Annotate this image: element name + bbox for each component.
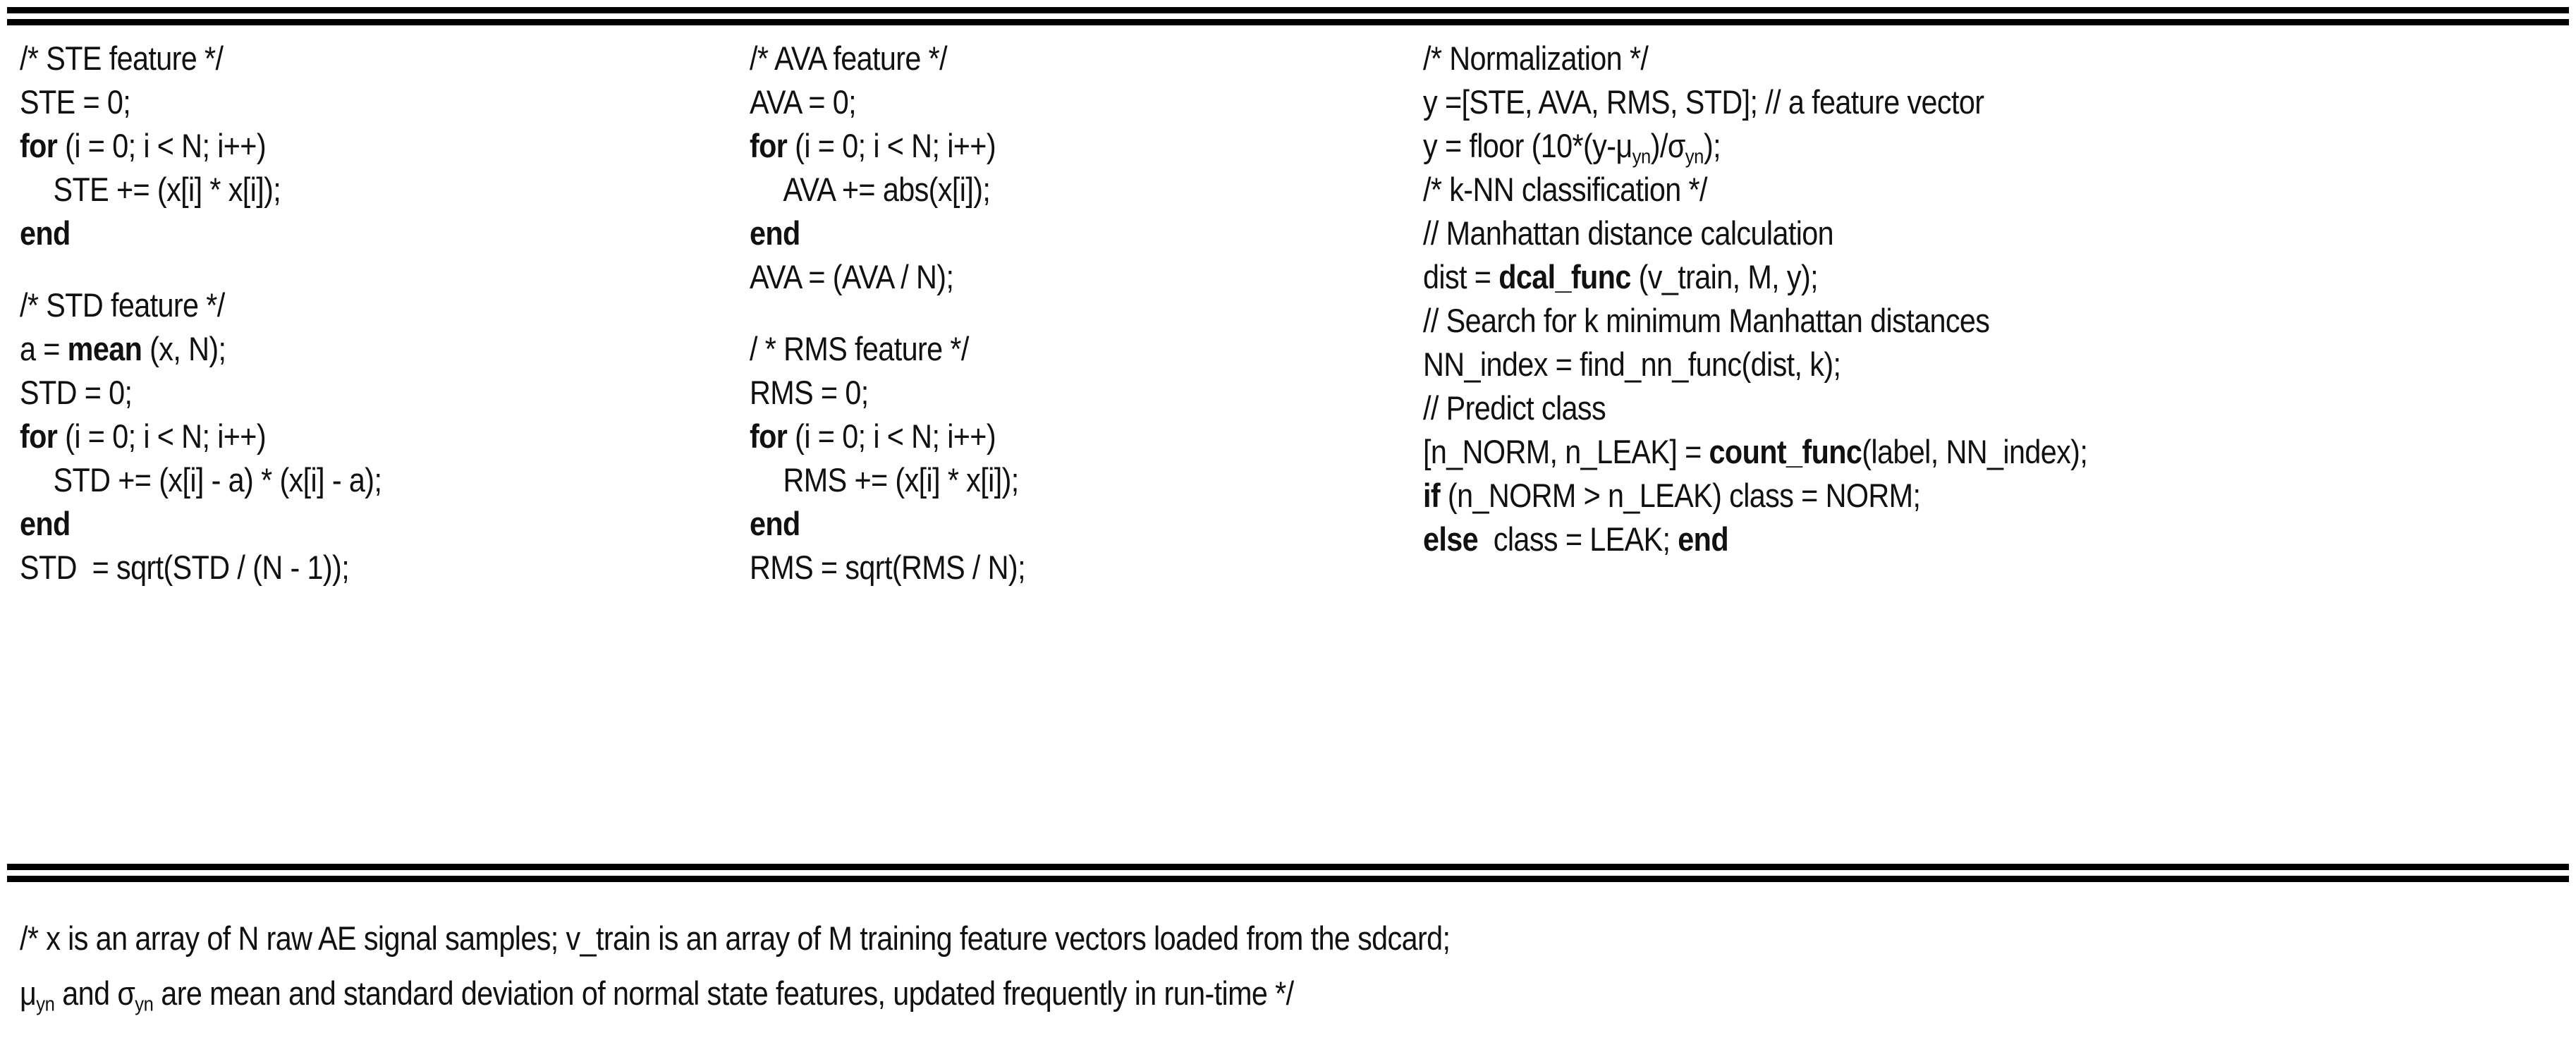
keyword-for: for (750, 417, 788, 455)
code-blank-line (20, 255, 647, 283)
code-text: )/σ (1650, 127, 1686, 164)
code-line: /* STD feature */ (20, 286, 225, 324)
code-line: STD += (x[i] - a) * (x[i] - a); (20, 458, 647, 502)
rule-bar-upper (7, 7, 2569, 13)
keyword-end: end (1678, 520, 1728, 558)
subscript-yn: yn (36, 993, 55, 1016)
code-text: (label, NN_index); (1862, 433, 2088, 470)
code-text: AVA += abs(x[i]); (783, 171, 991, 208)
code-listing: /* STE feature */ STE = 0; for (i = 0; i… (0, 37, 2576, 855)
fn-mean: mean (67, 330, 142, 367)
code-text: STD += (x[i] - a) * (x[i] - a); (53, 461, 382, 499)
code-text: dist = (1423, 258, 1499, 295)
left-column: /* STE feature */ STE = 0; for (i = 0; i… (20, 37, 732, 589)
keyword-else: else (1423, 520, 1479, 558)
code-line: else class = LEAK; end (1423, 518, 2422, 561)
code-text: STE += (x[i] * x[i]); (53, 171, 281, 208)
code-text: (i = 0; i < N; i++) (787, 417, 996, 455)
keyword-end: end (750, 214, 800, 252)
keyword-end: end (20, 214, 71, 252)
code-line: RMS += (x[i] * x[i]); (750, 458, 1326, 502)
code-line: end (750, 502, 1326, 546)
subscript-yn: yn (135, 993, 154, 1016)
caption-line-1: /* x is an array of N raw AE signal samp… (20, 919, 1451, 957)
caption-note: /* x is an array of N raw AE signal samp… (20, 911, 2558, 1032)
rule-bar-lower (7, 876, 2569, 882)
code-blank-line (750, 299, 1326, 327)
code-line: for (i = 0; i < N; i++) (20, 124, 647, 168)
code-line: /* k-NN classification */ (1423, 171, 1708, 208)
keyword-if: if (1423, 477, 1441, 514)
keyword-for: for (20, 127, 58, 164)
code-text: (x, N); (142, 330, 226, 367)
code-line: // Predict class (1423, 389, 1606, 427)
code-line: AVA = (AVA / N); (750, 258, 954, 295)
code-line: RMS = sqrt(RMS / N); (750, 549, 1026, 586)
code-line: y = floor (10*(y-μyn)/σyn); (1423, 124, 2422, 169)
subscript-yn: yn (1632, 145, 1652, 169)
code-line: STD = sqrt(STD / (N - 1)); (20, 549, 350, 586)
code-line: y =[STE, AVA, RMS, STD]; // a feature ve… (1423, 83, 1984, 121)
code-text: y = floor (10*(y-μ (1423, 127, 1632, 164)
code-line: /* AVA feature */ (750, 39, 948, 77)
code-line: a = mean (x, N); (20, 327, 647, 371)
middle-column: /* AVA feature */ AVA = 0; for (i = 0; i… (750, 37, 1405, 589)
double-rule-top (7, 7, 2569, 25)
code-line: for (i = 0; i < N; i++) (20, 415, 647, 458)
code-text: (i = 0; i < N; i++) (787, 127, 996, 164)
code-line: if (n_NORM > n_LEAK) class = NORM; (1423, 474, 2422, 518)
code-line: STE = 0; (20, 83, 131, 121)
code-line: end (20, 502, 647, 546)
fn-dcal-func: dcal_func (1498, 258, 1631, 295)
code-line: AVA += abs(x[i]); (750, 168, 1326, 212)
code-line: dist = dcal_func (v_train, M, y); (1423, 255, 2422, 299)
rule-bar-upper (7, 864, 2569, 870)
keyword-end: end (750, 505, 800, 542)
code-line: / * RMS feature */ (750, 330, 969, 367)
rule-bar-lower (7, 19, 2569, 25)
double-rule-middle (7, 864, 2569, 882)
code-line: STD = 0; (20, 374, 133, 411)
keyword-for: for (750, 127, 788, 164)
caption-text: μ (20, 974, 37, 1012)
caption-text: are mean and standard deviation of norma… (153, 974, 1294, 1012)
code-line: RMS = 0; (750, 374, 869, 411)
right-column: /* Normalization */ y =[STE, AVA, RMS, S… (1423, 37, 2558, 561)
code-line: /* STE feature */ (20, 39, 224, 77)
code-text: a = (20, 330, 68, 367)
code-line: // Search for k minimum Manhattan distan… (1423, 302, 1990, 339)
code-text: (i = 0; i < N; i++) (57, 127, 267, 164)
caption-text: and σ (54, 974, 135, 1012)
code-text: (i = 0; i < N; i++) (57, 417, 267, 455)
code-line: end (20, 212, 647, 255)
keyword-end: end (20, 505, 71, 542)
code-line: NN_index = find_nn_func(dist, k); (1423, 346, 1841, 383)
fn-count-func: count_func (1709, 433, 1862, 470)
code-line: for (i = 0; i < N; i++) (750, 415, 1326, 458)
code-text: RMS += (x[i] * x[i]); (783, 461, 1020, 499)
code-text: (n_NORM > n_LEAK) class = NORM; (1440, 477, 1921, 514)
code-text: class = LEAK; (1478, 520, 1678, 558)
keyword-for: for (20, 417, 58, 455)
code-line: end (750, 212, 1326, 255)
subscript-yn: yn (1685, 145, 1704, 169)
code-text: ); (1703, 127, 1721, 164)
code-text: (v_train, M, y); (1630, 258, 1819, 295)
code-line: for (i = 0; i < N; i++) (750, 124, 1326, 168)
code-text: [n_NORM, n_LEAK] = (1423, 433, 1709, 470)
code-line: STE += (x[i] * x[i]); (20, 168, 647, 212)
code-line: AVA = 0; (750, 83, 857, 121)
code-line: /* Normalization */ (1423, 39, 1649, 77)
caption-line-2: μyn and σyn are mean and standard deviat… (20, 966, 2254, 1032)
code-line: [n_NORM, n_LEAK] = count_func(label, NN_… (1423, 430, 2422, 474)
code-line: // Manhattan distance calculation (1423, 214, 1834, 252)
